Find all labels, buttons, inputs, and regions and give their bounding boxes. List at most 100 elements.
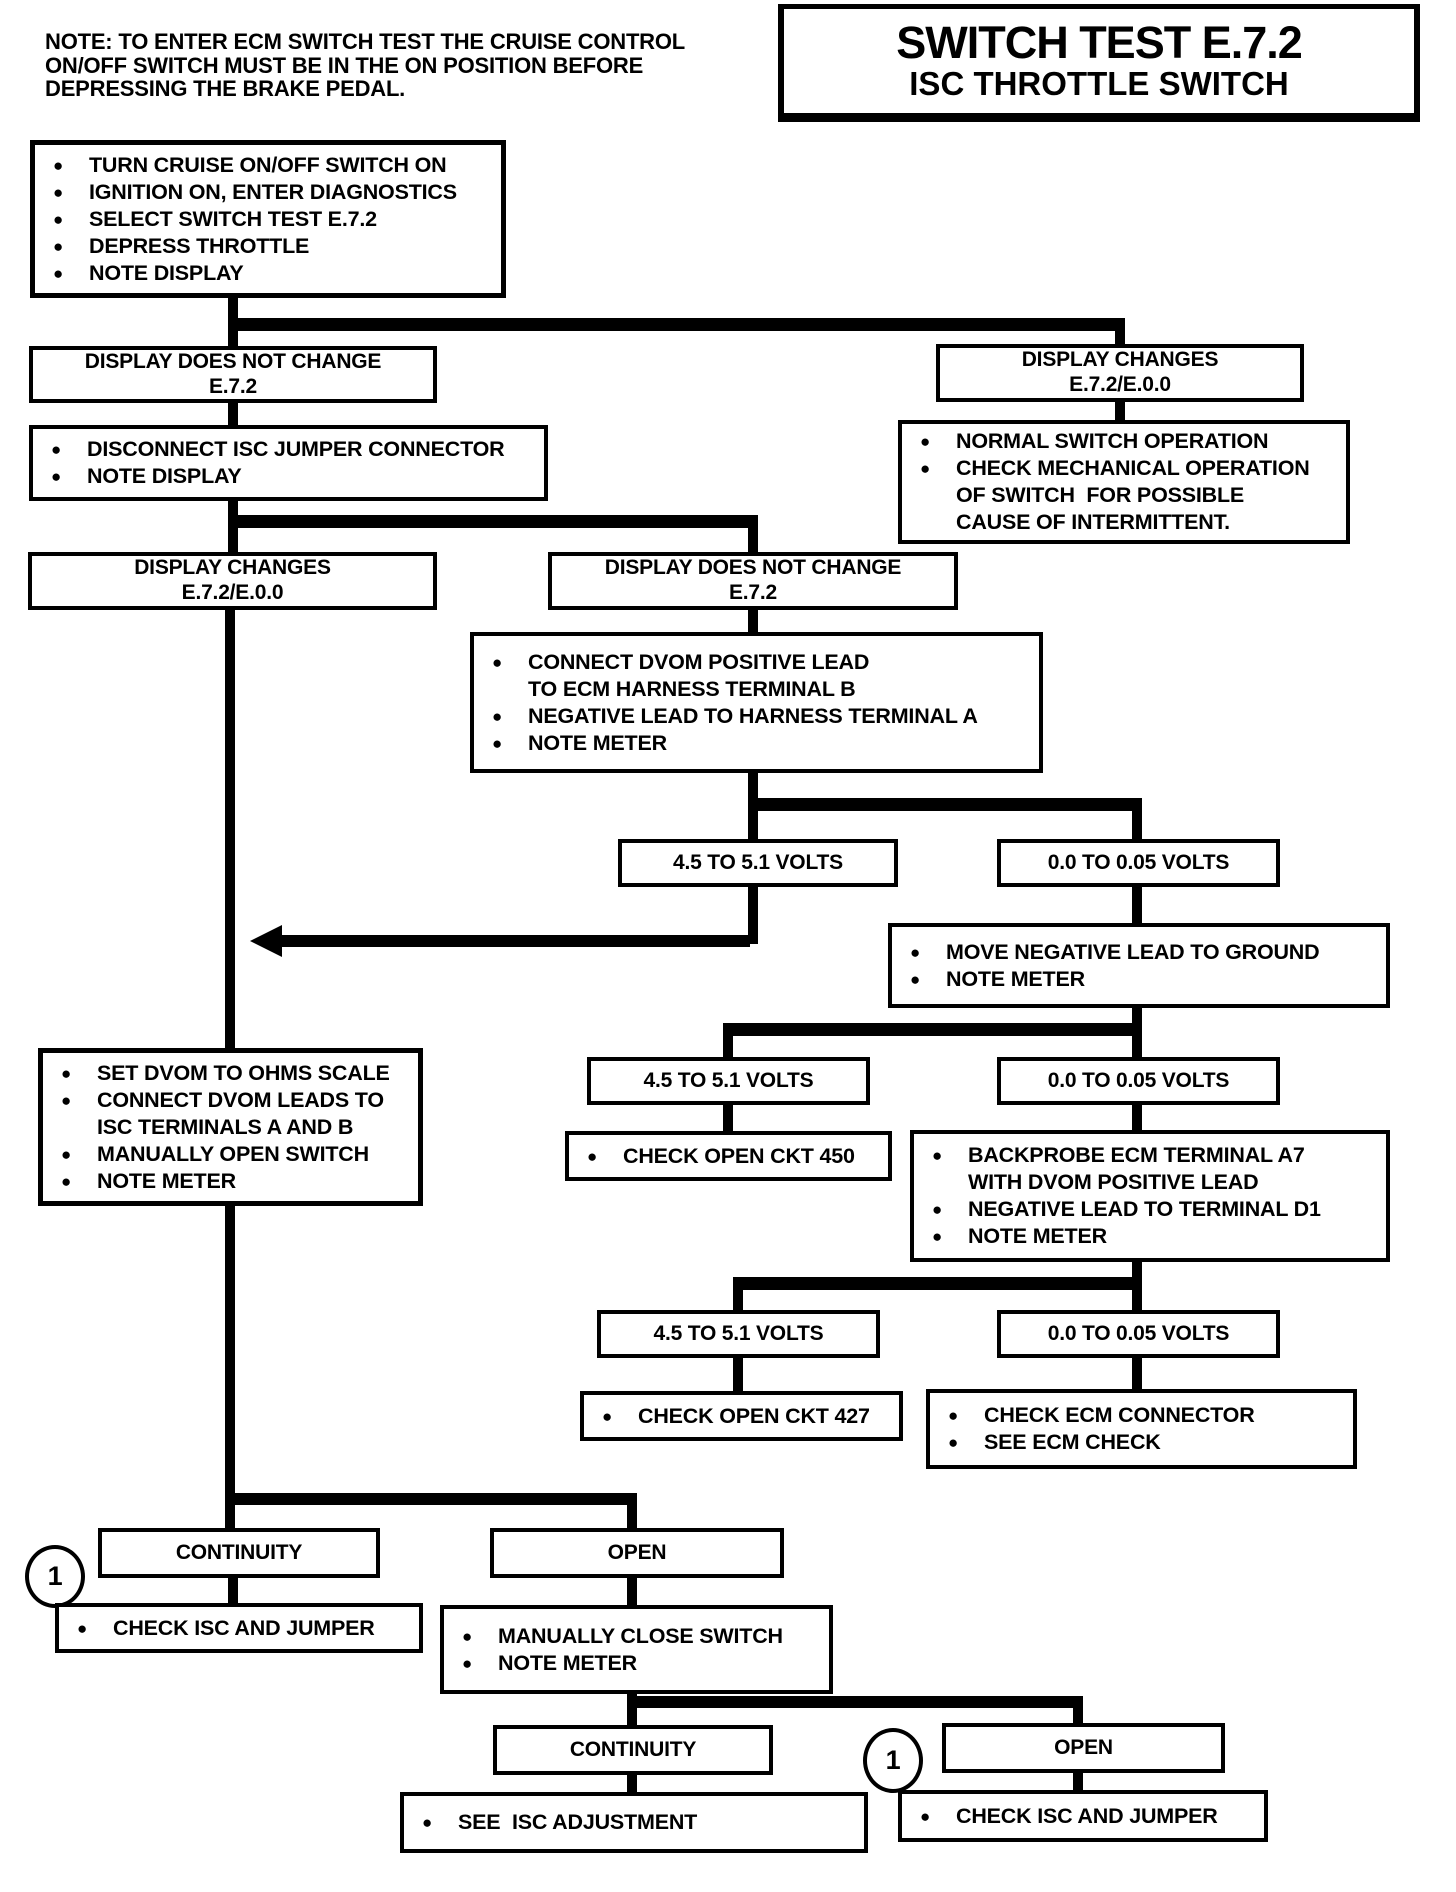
node-volts-low-3: 0.0 TO 0.05 VOLTS — [997, 1310, 1280, 1358]
node-see-isc-adjustment: ● SEE ISC ADJUSTMENT — [400, 1792, 868, 1853]
connector-move-negative-to-branch4 — [1132, 1007, 1142, 1030]
connector-branch3-to-f1 — [748, 798, 758, 839]
decision-label: 4.5 TO 5.1 VOLTS — [673, 850, 843, 874]
step-label: CHECK OPEN CKT 450 — [623, 1143, 855, 1168]
node-continuity-2: CONTINUITY — [493, 1725, 773, 1775]
bullet-icon: ● — [948, 1406, 959, 1425]
bullet-icon: ● — [587, 1146, 598, 1166]
connector-branch7-to-open2 — [1073, 1696, 1083, 1723]
step-label: NOTE METER — [97, 1168, 236, 1193]
connector-arrow-line — [280, 935, 750, 947]
bullet-icon: ● — [920, 1806, 931, 1826]
decision-label: DISPLAY DOES NOT CHANGE — [604, 556, 902, 580]
connector-branch2-to-d2 — [748, 515, 758, 552]
connector-backprobe-to-branch5 — [1132, 1261, 1142, 1280]
bullet-icon: ● — [462, 1653, 473, 1673]
arrow-left-icon — [250, 925, 282, 957]
step-label: BACKPROBE ECM TERMINAL A7 WITH DVOM POSI… — [968, 1143, 1305, 1194]
node-normal-switch-operation: ● NORMAL SWITCH OPERATION ● CHECK MECHANIC… — [898, 420, 1350, 544]
step-label: MANUALLY CLOSE SWITCH — [498, 1623, 783, 1648]
connector-branch5-to-j2 — [1132, 1277, 1142, 1310]
node-volts-high-2: 4.5 TO 5.1 VOLTS — [587, 1057, 870, 1105]
node-display-changes-1: DISPLAY CHANGES E.7.2/E.0.0 — [936, 344, 1304, 402]
bullet-icon: ● — [61, 1144, 72, 1164]
bullet-icon: ● — [462, 1626, 473, 1646]
step-label: CHECK ISC AND JUMPER — [113, 1615, 375, 1640]
step-label: CONNECT DVOM LEADS TO ISC TERMINALS A AN… — [97, 1087, 384, 1139]
node-display-does-not-change-1: DISPLAY DOES NOT CHANGE E.7.2 — [29, 346, 437, 403]
decision-label: DISPLAY CHANGES — [1021, 348, 1219, 372]
decision-label: DISPLAY CHANGES — [134, 556, 331, 580]
step-label: NOTE METER — [968, 1224, 1107, 1248]
decision-label: OPEN — [1054, 1735, 1113, 1759]
step-label: CHECK OPEN CKT 427 — [638, 1403, 870, 1428]
step-label: NEGATIVE LEAD TO TERMINAL D1 — [968, 1197, 1321, 1221]
bullet-icon: ● — [948, 1433, 959, 1452]
bullet-icon: ● — [61, 1063, 72, 1083]
bullet-icon: ● — [910, 942, 921, 962]
connector-h1-to-ckt450 — [723, 1104, 733, 1131]
connector-branch-4 — [723, 1023, 1142, 1036]
connector-b1-to-disconnect — [228, 402, 238, 426]
decision-label: E.7.2 — [208, 374, 258, 398]
node-display-does-not-change-2: DISPLAY DOES NOT CHANGE E.7.2 — [548, 552, 958, 610]
node-display-changes-2: DISPLAY CHANGES E.7.2/E.0.0 — [28, 552, 437, 610]
connector-branch1-to-b2 — [1115, 318, 1125, 345]
node-check-isc-jumper-1: ● CHECK ISC AND JUMPER — [55, 1603, 423, 1653]
bullet-icon: ● — [932, 1146, 943, 1165]
node-volts-low-2: 0.0 TO 0.05 VOLTS — [997, 1057, 1280, 1105]
node-continuity-1: CONTINUITY — [98, 1528, 380, 1578]
connector-open1-to-manually-close — [627, 1577, 637, 1605]
node-backprobe-ecm: ● BACKPROBE ECM TERMINAL A7 WITH DVOM POS… — [910, 1130, 1390, 1262]
bullet-icon: ● — [77, 1618, 88, 1638]
node-check-ecm-connector: ●CHECK ECM CONNECTOR ●SEE ECM CHECK — [926, 1389, 1357, 1469]
step-label: NORMAL SWITCH OPERATION — [956, 429, 1269, 453]
connector-branch4-to-h2 — [1132, 1023, 1142, 1057]
step-label: IGNITION ON, ENTER DIAGNOSTICS — [89, 179, 457, 204]
connector-h2-to-backprobe — [1132, 1104, 1142, 1130]
bullet-icon: ● — [51, 467, 62, 486]
bullet-icon: ● — [51, 440, 62, 459]
step-label: SET DVOM TO OHMS SCALE — [97, 1060, 390, 1085]
node-start: ● TURN CRUISE ON/OFF SWITCH ON ● IGNITION … — [30, 140, 506, 298]
bullet-icon: ● — [492, 706, 503, 726]
decision-label: 4.5 TO 5.1 VOLTS — [653, 1321, 824, 1345]
decision-label: E.7.2 — [728, 581, 778, 604]
page-subtitle: ISC THROTTLE SWITCH — [909, 65, 1289, 103]
bullet-icon: ● — [920, 459, 931, 478]
step-label: SEE ECM CHECK — [984, 1430, 1161, 1454]
connector-branch6-to-open1 — [627, 1493, 637, 1528]
bullet-icon: ● — [422, 1813, 433, 1832]
connector-branch7-to-continuity2 — [627, 1696, 637, 1725]
decision-label: CONTINUITY — [569, 1737, 697, 1761]
step-label: TURN CRUISE ON/OFF SWITCH ON — [89, 152, 447, 177]
circle-ref-1-right: 1 — [863, 1728, 923, 1793]
bullet-icon: ● — [53, 236, 64, 256]
connector-j1-to-ckt427 — [733, 1357, 743, 1391]
step-label: MOVE NEGATIVE LEAD TO GROUND — [946, 939, 1320, 964]
step-label: MANUALLY OPEN SWITCH — [97, 1141, 369, 1166]
note-line: DEPRESSING THE BRAKE PEDAL. — [45, 76, 406, 101]
bullet-icon: ● — [932, 1227, 943, 1246]
bullet-icon: ● — [53, 209, 64, 229]
decision-label: 0.0 TO 0.05 VOLTS — [1047, 850, 1230, 874]
decision-label: E.7.2/E.0.0 — [1069, 373, 1171, 396]
connector-j2-to-check-ecm — [1132, 1357, 1142, 1389]
bullet-icon: ● — [920, 432, 931, 451]
step-label: NOTE DISPLAY — [89, 260, 244, 285]
step-label: CHECK MECHANICAL OPERATION OF SWITCH FOR… — [956, 456, 1310, 534]
connector-open2-to-check2 — [1073, 1772, 1083, 1790]
note-line: NOTE: TO ENTER ECM SWITCH TEST THE CRUIS… — [45, 29, 686, 54]
node-manually-close-switch: ● MANUALLY CLOSE SWITCH ● NOTE METER — [440, 1605, 833, 1694]
connector-branch-6 — [225, 1493, 637, 1505]
step-label: SEE ISC ADJUSTMENT — [458, 1810, 698, 1834]
bullet-icon: ● — [910, 969, 921, 989]
decision-label: OPEN — [607, 1540, 667, 1564]
step-label: NOTE METER — [498, 1650, 637, 1675]
connector-f2-to-move-negative — [1132, 886, 1142, 923]
bullet-icon: ● — [53, 263, 64, 283]
step-label: NOTE METER — [528, 730, 667, 755]
decision-label: DISPLAY DOES NOT CHANGE — [84, 349, 382, 373]
bullet-icon: ● — [492, 733, 503, 753]
